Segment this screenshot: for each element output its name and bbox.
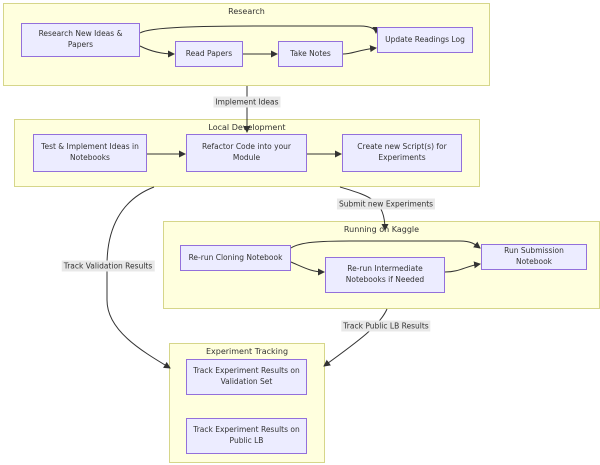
edge-notes-to-update-log: [342, 45, 377, 55]
implement-ideas-label: Implement Ideas: [213, 96, 281, 108]
take-notes-node[interactable]: Take Notes: [278, 41, 343, 67]
experiment-tracking-cluster-title: Experiment Tracking: [205, 347, 289, 356]
read-papers-node[interactable]: Read Papers: [175, 41, 243, 67]
track-validation-label: Track Validation Results: [61, 260, 155, 272]
test-implement-node[interactable]: Test & Implement Ideas in Notebooks: [33, 134, 147, 172]
create-scripts-node[interactable]: Create new Script(s) for Experiments: [342, 134, 462, 172]
research-ideas-node[interactable]: Research New Ideas & Papers: [21, 23, 140, 57]
edge-track-public: [323, 308, 388, 367]
update-readings-log-node[interactable]: Update Readings Log: [377, 27, 473, 53]
edge-intermediate-to-submission: [444, 261, 481, 273]
rerun-cloning-node[interactable]: Re-run Cloning Notebook: [180, 245, 291, 271]
track-public-label: Track Public LB Results: [341, 320, 431, 332]
submit-experiments-label: Submit new Experiments: [336, 198, 436, 210]
edge-cloning-to-submission: [290, 240, 481, 249]
research-cluster-title: Research: [228, 7, 265, 16]
track-public-node[interactable]: Track Experiment Results on Public LB: [186, 418, 307, 454]
run-submission-node[interactable]: Run Submission Notebook: [481, 244, 587, 270]
edge-research-to-update-log: [139, 25, 380, 34]
refactor-node[interactable]: Refactor Code into your Module: [186, 134, 307, 172]
rerun-intermediate-node[interactable]: Re-run Intermediate Notebooks if Needed: [325, 257, 445, 293]
track-validation-node[interactable]: Track Experiment Results on Validation S…: [186, 359, 307, 395]
edge-track-validation: [106, 186, 171, 369]
kaggle-cluster-title: Running on Kaggle: [343, 225, 420, 234]
edge-research-to-read-papers: [139, 45, 175, 58]
edge-cloning-to-intermediate: [290, 261, 325, 276]
